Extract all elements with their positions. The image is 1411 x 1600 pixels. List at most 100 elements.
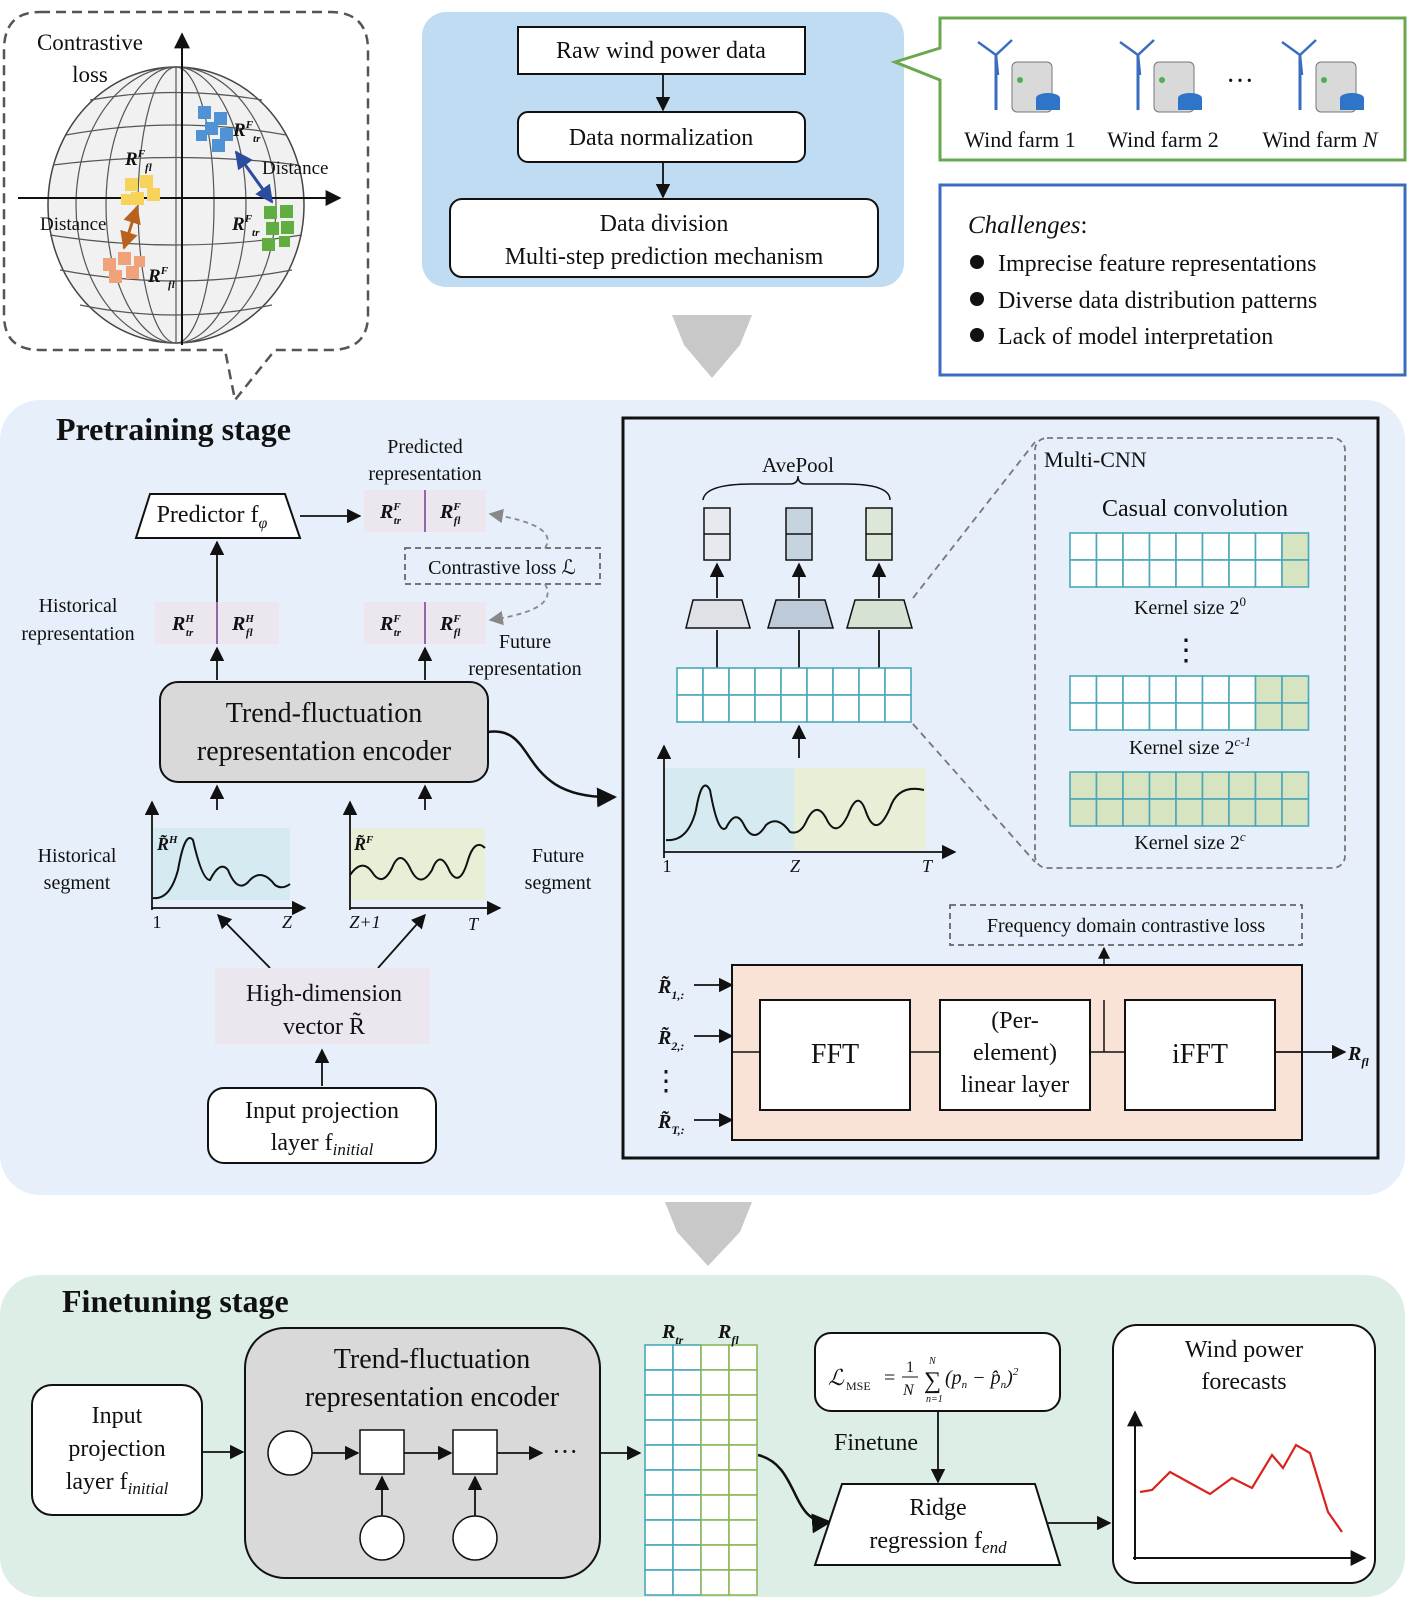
- encoder-box: [159, 681, 489, 783]
- grid-cell: [644, 1494, 674, 1521]
- svg-text:n=1: n=1: [926, 1394, 943, 1405]
- grid-cell: [754, 694, 782, 723]
- grid-cell: [1281, 532, 1310, 561]
- grid-cell: [672, 1369, 702, 1396]
- grid-cell: [1095, 798, 1124, 827]
- grid-cell: [1254, 771, 1283, 800]
- grid-cell: [676, 667, 704, 696]
- freq-loss-label: Frequency domain contrastive loss: [987, 915, 1265, 937]
- predictor-box: [134, 493, 302, 539]
- fut-axis-t: T: [468, 914, 480, 934]
- grid-cell: [1281, 675, 1310, 704]
- green-cluster: [262, 205, 294, 251]
- wind-farm-2-icon: [1119, 39, 1202, 113]
- grid-cell: [1122, 675, 1151, 704]
- grid-cell: [644, 1344, 674, 1371]
- grid-cell: [1148, 798, 1177, 827]
- grid-cell: [780, 694, 808, 723]
- challenges-panel: Challenges: Imprecise feature representa…: [938, 183, 1407, 377]
- bubble-title-2: loss: [72, 62, 108, 87]
- input-vdots: ⋮: [652, 1066, 680, 1097]
- ft-encoder-label-2: representation encoder: [305, 1382, 560, 1413]
- grid-cell: [806, 694, 834, 723]
- wind-farm-n-label: Wind farm N: [1262, 127, 1379, 152]
- wind-farm-ellipsis: ···: [1226, 66, 1254, 97]
- grid-cell: [700, 1544, 730, 1571]
- challenge-item-1: Imprecise feature representations: [998, 251, 1317, 277]
- ridge-box: [813, 1483, 1062, 1566]
- flow-arrow-1: [672, 315, 752, 378]
- grid-cell: [832, 667, 860, 696]
- grid-cell: [1175, 771, 1204, 800]
- grid-cell: [702, 694, 730, 723]
- grid-cell: [1254, 532, 1283, 561]
- svg-text:(pn − p̂n)2: (pn − p̂n)2: [945, 1366, 1019, 1391]
- grid-cell: [1069, 702, 1098, 731]
- grid-cell: [806, 667, 834, 696]
- grid-cell: [728, 694, 756, 723]
- svg-text:N: N: [902, 1382, 915, 1399]
- encoder-label-1: Trend-fluctuation: [226, 698, 423, 729]
- forecast-box: [1112, 1324, 1376, 1584]
- ft-input-label-2: projection: [68, 1436, 165, 1462]
- hist-seg-r-label: R̃H: [156, 834, 178, 854]
- grid-cell: [644, 1394, 674, 1421]
- globe: [47, 66, 305, 344]
- ft-rfl-label: Rfl: [717, 1321, 739, 1347]
- grid-cell: [728, 1394, 758, 1421]
- grid-cell: [700, 1569, 730, 1596]
- grid-cell: [1228, 559, 1257, 588]
- detail-curve: [665, 784, 925, 842]
- grid-cell: [1122, 559, 1151, 588]
- svg-text:=: =: [884, 1367, 895, 1389]
- fft-label: FFT: [811, 1039, 859, 1070]
- high-dim-label-1: High-dimension: [246, 981, 402, 1007]
- ridge-label-1: Ridge: [909, 1495, 966, 1521]
- grid-cell: [1148, 559, 1177, 588]
- challenges-title: Challenges:: [968, 212, 1087, 239]
- grid-cell: [700, 1519, 730, 1546]
- grid-cell: [1201, 559, 1230, 588]
- grid-cell: [884, 667, 912, 696]
- pretraining-title: Pretraining stage: [56, 411, 291, 447]
- bubble-title-1: Contrastive: [37, 30, 143, 55]
- grid-cell: [700, 1444, 730, 1471]
- detail-panel: AvePool 1 Z T: [621, 416, 1380, 1160]
- grid-cell: [1175, 532, 1204, 561]
- grid-cell: [1281, 771, 1310, 800]
- grid-cell: [1069, 559, 1098, 588]
- contrastive-bubble: Contrastive loss Distance Distance: [2, 10, 370, 403]
- historical-rep-label-1: Historical: [39, 595, 118, 617]
- ft-rtr-label: Rtr: [661, 1321, 684, 1347]
- grid-cell: [1069, 675, 1098, 704]
- normalization-label: Data normalization: [569, 125, 754, 151]
- input-rt: R̃T,:: [657, 1110, 685, 1137]
- finetune-label: Finetune: [834, 1430, 918, 1456]
- grid-cell: [672, 1344, 702, 1371]
- grid-cell: [754, 667, 782, 696]
- forecast-label-1: Wind power: [1185, 1337, 1303, 1363]
- wind-farm-1-label: Wind farm 1: [964, 127, 1076, 152]
- grid-cell: [1228, 771, 1257, 800]
- grid-cell: [1201, 702, 1230, 731]
- grid-cell: [1228, 798, 1257, 827]
- contrastive-loss-box: [404, 547, 601, 585]
- linear-label-1: (Per-: [991, 1008, 1039, 1034]
- ft-encoder-ellipsis: ···: [552, 1437, 578, 1466]
- future-seg-label-1: Future: [532, 845, 584, 867]
- freq-loss-box: [949, 904, 1303, 946]
- historical-rep-label-2: representation: [21, 623, 134, 645]
- distance-arrow-left: [120, 205, 141, 250]
- detail-axis-z: Z: [790, 856, 801, 876]
- grid-cell: [1201, 675, 1230, 704]
- grid-cell: [728, 1569, 758, 1596]
- finetuning-stage: Finetuning stage Input projection layer …: [0, 1275, 1405, 1597]
- svg-text:ℒ: ℒ: [828, 1365, 845, 1390]
- grid-cell: [702, 667, 730, 696]
- ft-input-box: [31, 1384, 203, 1516]
- grid-cell: [728, 1369, 758, 1396]
- grid-cell: [728, 1344, 758, 1371]
